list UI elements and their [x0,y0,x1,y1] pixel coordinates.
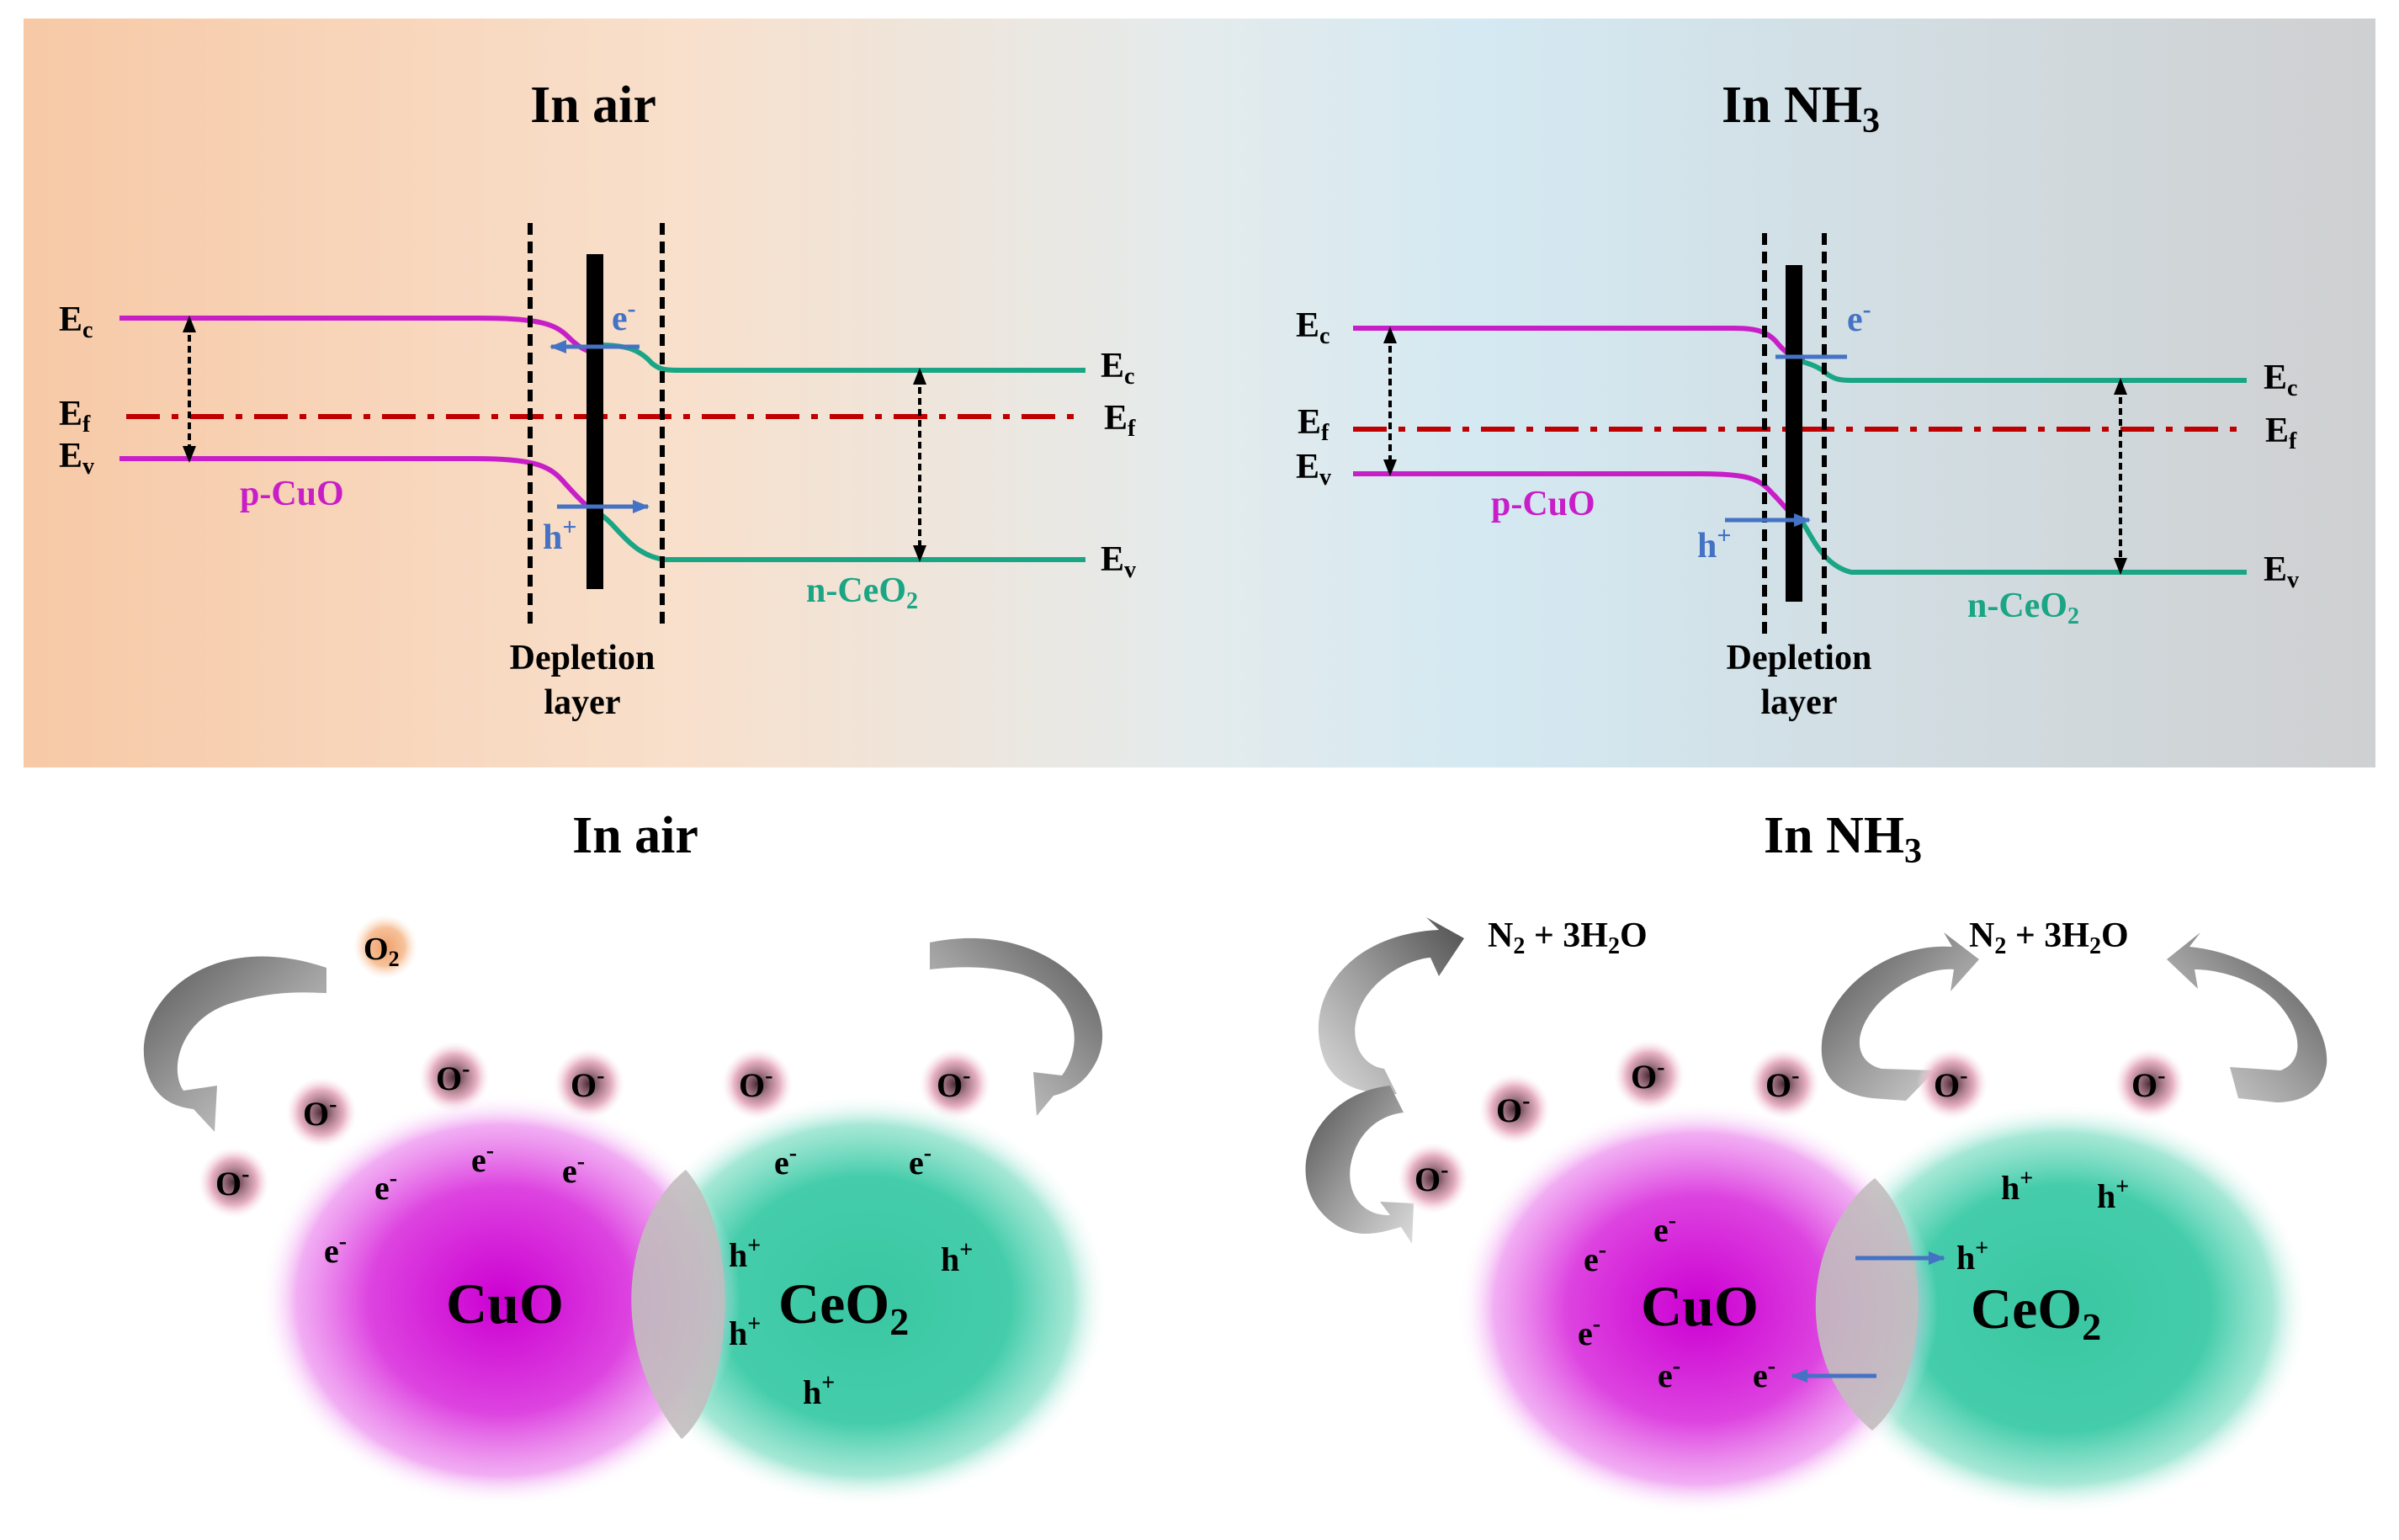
oxygen-ion: O- [1749,1049,1819,1119]
reaction-arrow-right-b [2167,932,2327,1102]
depletion-layer-label-1: Depletion [1727,639,1872,677]
electron-label: e- [324,1229,347,1270]
oxygen-ion: O- [722,1049,793,1119]
svg-text:O-: O- [739,1063,772,1104]
reaction-arrow-right-a [1821,932,1979,1101]
heterojunction-overlap [1815,1178,1919,1431]
air-band-diagram: Ec Ef Ev Ec Ef Ev p-CuO n-CeO2 e- h+ Dep… [59,223,1136,722]
o2-label: O2 [364,932,400,971]
label-ec-right: Ec [1101,347,1134,390]
electron-label: e- [1653,1208,1676,1249]
ceo2-sphere [1813,1102,2310,1515]
cuo-label: CuO [1641,1274,1759,1338]
oxygen-ion: O- [920,1049,990,1119]
label-ef-left: Ef [59,395,91,438]
top-nh3-title: In NH3 [1722,77,1880,141]
label-ec-right: Ec [2264,358,2297,401]
label-ev-left: Ev [59,437,94,480]
label-electron: e- [1847,295,1871,339]
hole-label: h+ [729,1233,761,1274]
svg-text:O-: O- [1414,1157,1448,1198]
label-n-ceo2: n-CeO2 [806,571,918,614]
nh3-band-diagram: Ec Ef Ev Ec Ef Ev p-CuO n-CeO2 e- h+ Dep… [1296,233,2299,722]
oxygen-ion: O- [199,1147,269,1218]
svg-text:O-: O- [1934,1063,1967,1104]
electron-label: e- [1658,1353,1680,1394]
cuo-sphere [261,1094,740,1506]
svg-text:O-: O- [571,1063,604,1104]
interface-bar [586,254,603,589]
label-ev-right: Ev [2264,550,2299,593]
svg-text:O-: O- [1496,1088,1530,1129]
svg-text:O-: O- [1631,1054,1664,1096]
ceo2-sphere [621,1094,1109,1506]
electron-label: e- [471,1138,494,1179]
bottom-air-title: In air [572,807,698,864]
svg-text:O-: O- [303,1091,337,1133]
top-air-title: In air [530,77,656,134]
reaction-arrow-upper-left [1318,917,1464,1094]
electron-label: e- [774,1140,797,1182]
cuo-sphere [1458,1102,1938,1515]
svg-text:O-: O- [215,1161,249,1203]
adsorption-arrow-right [930,937,1103,1116]
hole-label: h+ [2001,1166,2033,1207]
label-ec-left: Ec [59,300,93,343]
label-ec-left: Ec [1296,306,1330,349]
label-electron: e- [612,295,636,338]
ceo2-conduction-band [1791,358,2247,383]
oxygen-ion: O- [1479,1074,1550,1144]
electron-label: e- [1578,1311,1600,1352]
reaction-product-label-left: N2 + 3H2O [1488,916,1648,959]
hole-label: h+ [941,1237,973,1278]
label-hole: h+ [1697,522,1731,566]
o2-molecule [353,915,417,979]
oxygen-ion: O- [419,1042,490,1113]
depletion-layer-label-1: Depletion [510,639,655,677]
svg-text:O-: O- [436,1056,470,1097]
electron-label: e- [1753,1353,1775,1394]
svg-text:O-: O- [1765,1063,1799,1104]
adsorption-arrow-left [143,956,326,1132]
electron-label: e- [909,1140,931,1182]
band-diagram-panel [24,19,2375,767]
label-ev-right: Ev [1101,540,1136,583]
oxygen-ion: O- [2115,1049,2185,1119]
reaction-product-label-right: N2 + 3H2O [1969,916,2129,959]
oxygen-ion: O- [286,1077,357,1148]
electron-label: e- [562,1149,585,1190]
interface-bar [1786,265,1802,602]
oxygen-ion: O- [1398,1143,1468,1213]
depletion-layer-label-2: layer [544,683,621,722]
oxygen-ion: O- [554,1049,624,1119]
oxygen-ion: O- [1614,1040,1685,1111]
air-particle-scene: O2 O- O- O- O- O- O- CuO CeO2 e- e- e- e… [143,915,1109,1506]
hole-label: h+ [803,1370,835,1411]
heterojunction-overlap [631,1170,725,1439]
reaction-arrow-lower-left [1305,1086,1414,1244]
label-ef-right: Ef [2265,412,2297,454]
label-p-cuo: p-CuO [1491,485,1595,523]
label-n-ceo2: n-CeO2 [1967,587,2079,629]
nh3-particle-scene: N2 + 3H2O N2 + 3H2O O- O- O- O- O- O- Cu… [1305,916,2327,1515]
label-ev-left: Ev [1296,448,1331,491]
ceo2-label: CeO2 [778,1272,909,1343]
electron-label: e- [374,1166,397,1207]
label-hole: h+ [543,513,576,557]
bottom-nh3-title: In NH3 [1764,807,1922,871]
label-ef-right: Ef [1104,399,1136,442]
svg-text:O-: O- [937,1063,970,1104]
hole-label: h+ [2097,1174,2129,1215]
ceo2-label: CeO2 [1971,1277,2101,1348]
hole-label: h+ [1956,1235,1988,1277]
label-ef-left: Ef [1298,403,1330,446]
electron-label: e- [1584,1237,1606,1278]
svg-text:O-: O- [2131,1063,2165,1104]
hole-label: h+ [729,1311,761,1352]
depletion-layer-label-2: layer [1761,683,1838,722]
cuo-label: CuO [446,1272,564,1336]
label-p-cuo: p-CuO [240,475,344,513]
oxygen-ion: O- [1917,1049,1988,1119]
